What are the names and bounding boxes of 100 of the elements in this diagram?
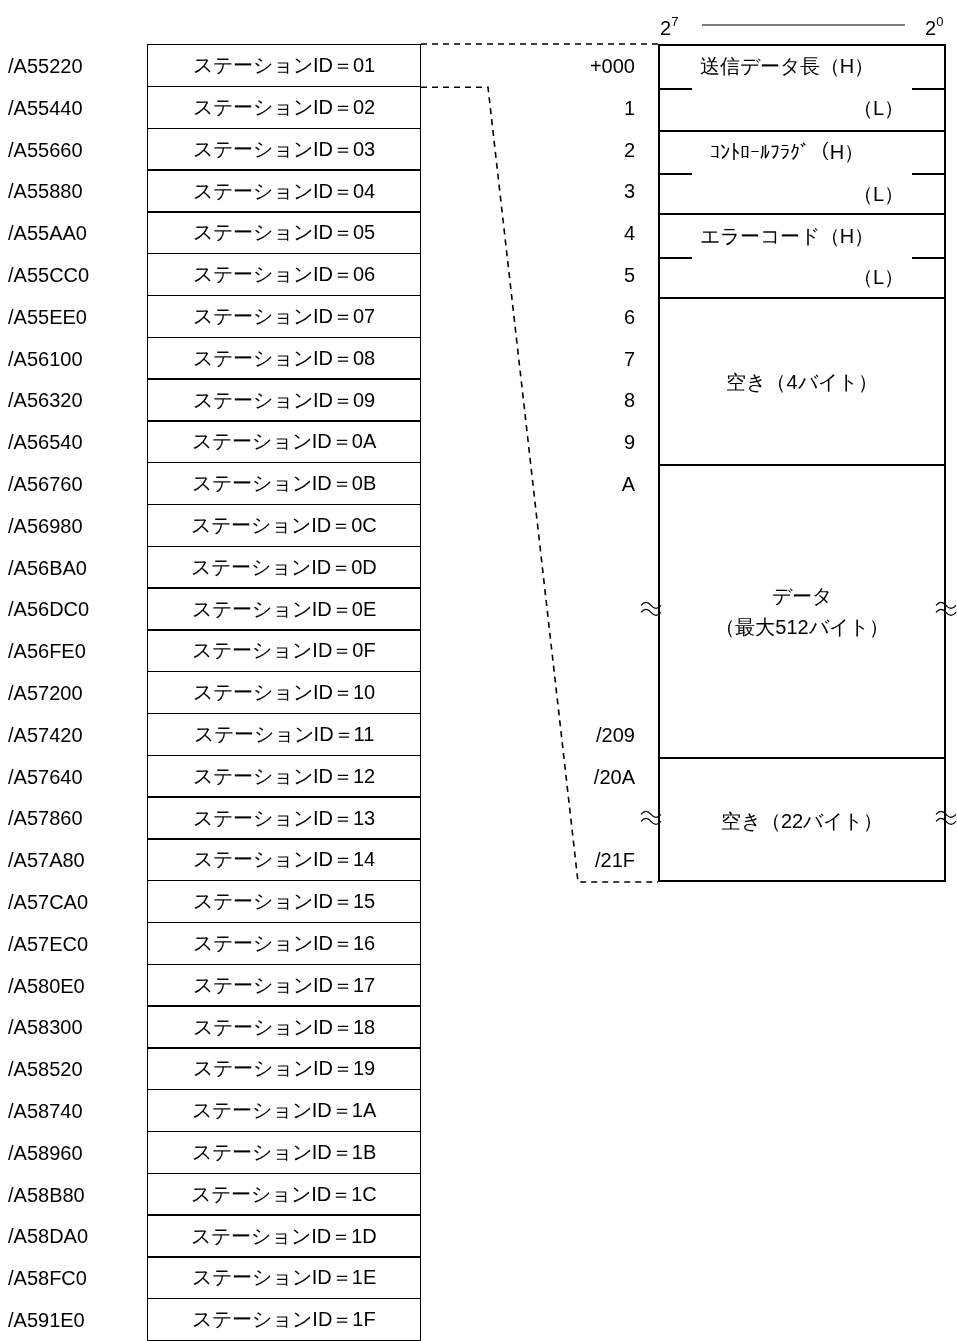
offset-label: 2 <box>623 137 635 162</box>
station-cell <box>147 1130 421 1175</box>
station-cell <box>147 587 421 631</box>
address-label: /A58520 <box>8 1057 83 1082</box>
station-cell <box>147 838 421 882</box>
field-label: 空き（22バイト） <box>720 808 884 834</box>
cell-label: ステーションID＝0E <box>191 596 377 622</box>
cell-label: ステーションID＝11 <box>193 721 375 747</box>
expansion-line <box>420 86 659 883</box>
station-cell <box>147 1005 421 1049</box>
cell-label: ステーションID＝0C <box>191 512 377 538</box>
station-cell <box>147 671 421 715</box>
offset-label: /20A <box>593 764 635 789</box>
field-label: （L） <box>852 265 904 291</box>
cell-label: ステーションID＝0A <box>191 429 377 455</box>
address-label: /A57640 <box>8 764 83 789</box>
station-cell <box>147 294 421 339</box>
address-label: /A55660 <box>8 137 83 162</box>
address-label: /A56100 <box>8 346 83 371</box>
address-label: /A56DC0 <box>8 597 90 622</box>
offset-label: /21F <box>594 848 635 873</box>
address-label: /A57200 <box>8 680 83 705</box>
station-cell <box>147 44 421 88</box>
memory-map-frame <box>658 44 946 882</box>
station-cell <box>147 1172 421 1216</box>
station-cell <box>147 85 421 130</box>
cell-label: ステーションID＝1E <box>191 1265 377 1291</box>
field-label: エラーコード（H） <box>698 223 876 249</box>
station-cell <box>147 963 421 1007</box>
offset-label: 8 <box>623 388 635 413</box>
station-cell <box>147 127 421 171</box>
address-label: /A55220 <box>8 53 83 78</box>
station-cell <box>147 629 421 673</box>
offset-label: 9 <box>623 430 635 455</box>
offset-label: 1 <box>623 95 635 120</box>
station-cell <box>147 1298 421 1341</box>
cell-label: ステーションID＝1B <box>191 1139 377 1165</box>
cell-label: ステーションID＝0F <box>192 638 376 664</box>
offset-label: +000 <box>589 53 635 78</box>
cell-label: ステーションID＝05 <box>192 220 376 246</box>
station-cell <box>147 921 421 966</box>
station-cell <box>147 169 421 213</box>
bit-label: 2$^{0}$ <box>925 13 944 40</box>
field-label: 送信データ長（H） <box>698 54 876 80</box>
station-cell <box>147 712 421 757</box>
address-label: /A55EE0 <box>8 304 87 329</box>
offset-label: 6 <box>623 304 635 329</box>
cell-label: ステーションID＝12 <box>192 763 376 789</box>
address-label: /A55CC0 <box>8 262 90 287</box>
address-label: /A55440 <box>8 95 83 120</box>
station-cell <box>147 796 421 840</box>
cell-label: ステーションID＝13 <box>192 805 376 831</box>
cell-label: ステーションID＝19 <box>192 1056 376 1082</box>
bit-label: 2$^{7}$ <box>660 13 679 40</box>
cell-label: ステーションID＝18 <box>192 1014 376 1040</box>
address-label: /A57CA0 <box>8 889 89 914</box>
cell-label: ステーションID＝07 <box>192 303 376 329</box>
cell-label: ステーションID＝10 <box>192 680 376 706</box>
address-label: /A58B80 <box>8 1182 85 1207</box>
cell-label: ステーションID＝01 <box>192 53 376 79</box>
field-label: ｺﾝﾄﾛｰﾙﾌﾗｸﾞ（H） <box>708 140 866 165</box>
address-label: /A56760 <box>8 471 83 496</box>
address-label: /A56540 <box>8 430 83 455</box>
cell-label: ステーションID＝1C <box>191 1181 377 1207</box>
address-label: /A56FE0 <box>8 639 86 664</box>
cell-label: ステーションID＝0B <box>191 471 377 497</box>
station-cell <box>147 1047 421 1091</box>
address-label: /A57420 <box>8 722 83 747</box>
address-label: /A58DA0 <box>8 1224 89 1249</box>
cell-label: ステーションID＝1D <box>191 1223 377 1249</box>
cell-label: ステーションID＝03 <box>192 136 376 162</box>
address-label: /A57860 <box>8 806 83 831</box>
station-cell <box>147 378 421 422</box>
station-cell <box>147 336 421 380</box>
offset-label: 7 <box>623 346 635 371</box>
cell-label: ステーションID＝1F <box>192 1307 376 1333</box>
cell-label: ステーションID＝1A <box>191 1098 377 1124</box>
address-label: /A57A80 <box>8 848 85 873</box>
address-label: /A55AA0 <box>8 221 87 246</box>
address-label: /A58FC0 <box>8 1266 87 1291</box>
offset-label: 5 <box>623 262 635 287</box>
station-cell <box>147 754 421 798</box>
address-label: /A58300 <box>8 1015 83 1040</box>
address-label: /A580E0 <box>8 973 85 998</box>
station-cell <box>147 253 421 297</box>
address-label: /A58740 <box>8 1098 83 1123</box>
cell-label: ステーションID＝04 <box>192 178 376 204</box>
station-cell <box>147 545 421 589</box>
station-cell <box>147 503 421 548</box>
cell-label: ステーションID＝15 <box>192 889 376 915</box>
station-cell <box>147 1256 421 1300</box>
field-label: 空き（4バイト） <box>726 369 878 395</box>
expansion-line <box>420 43 659 45</box>
cell-label: ステーションID＝02 <box>192 94 376 120</box>
cell-label: ステーションID＝06 <box>192 262 376 288</box>
cell-label: ステーションID＝0D <box>191 554 377 580</box>
offset-label: 3 <box>623 179 635 204</box>
cell-label: ステーションID＝08 <box>192 345 376 371</box>
station-cell <box>147 462 421 506</box>
address-label: /A58960 <box>8 1140 83 1165</box>
